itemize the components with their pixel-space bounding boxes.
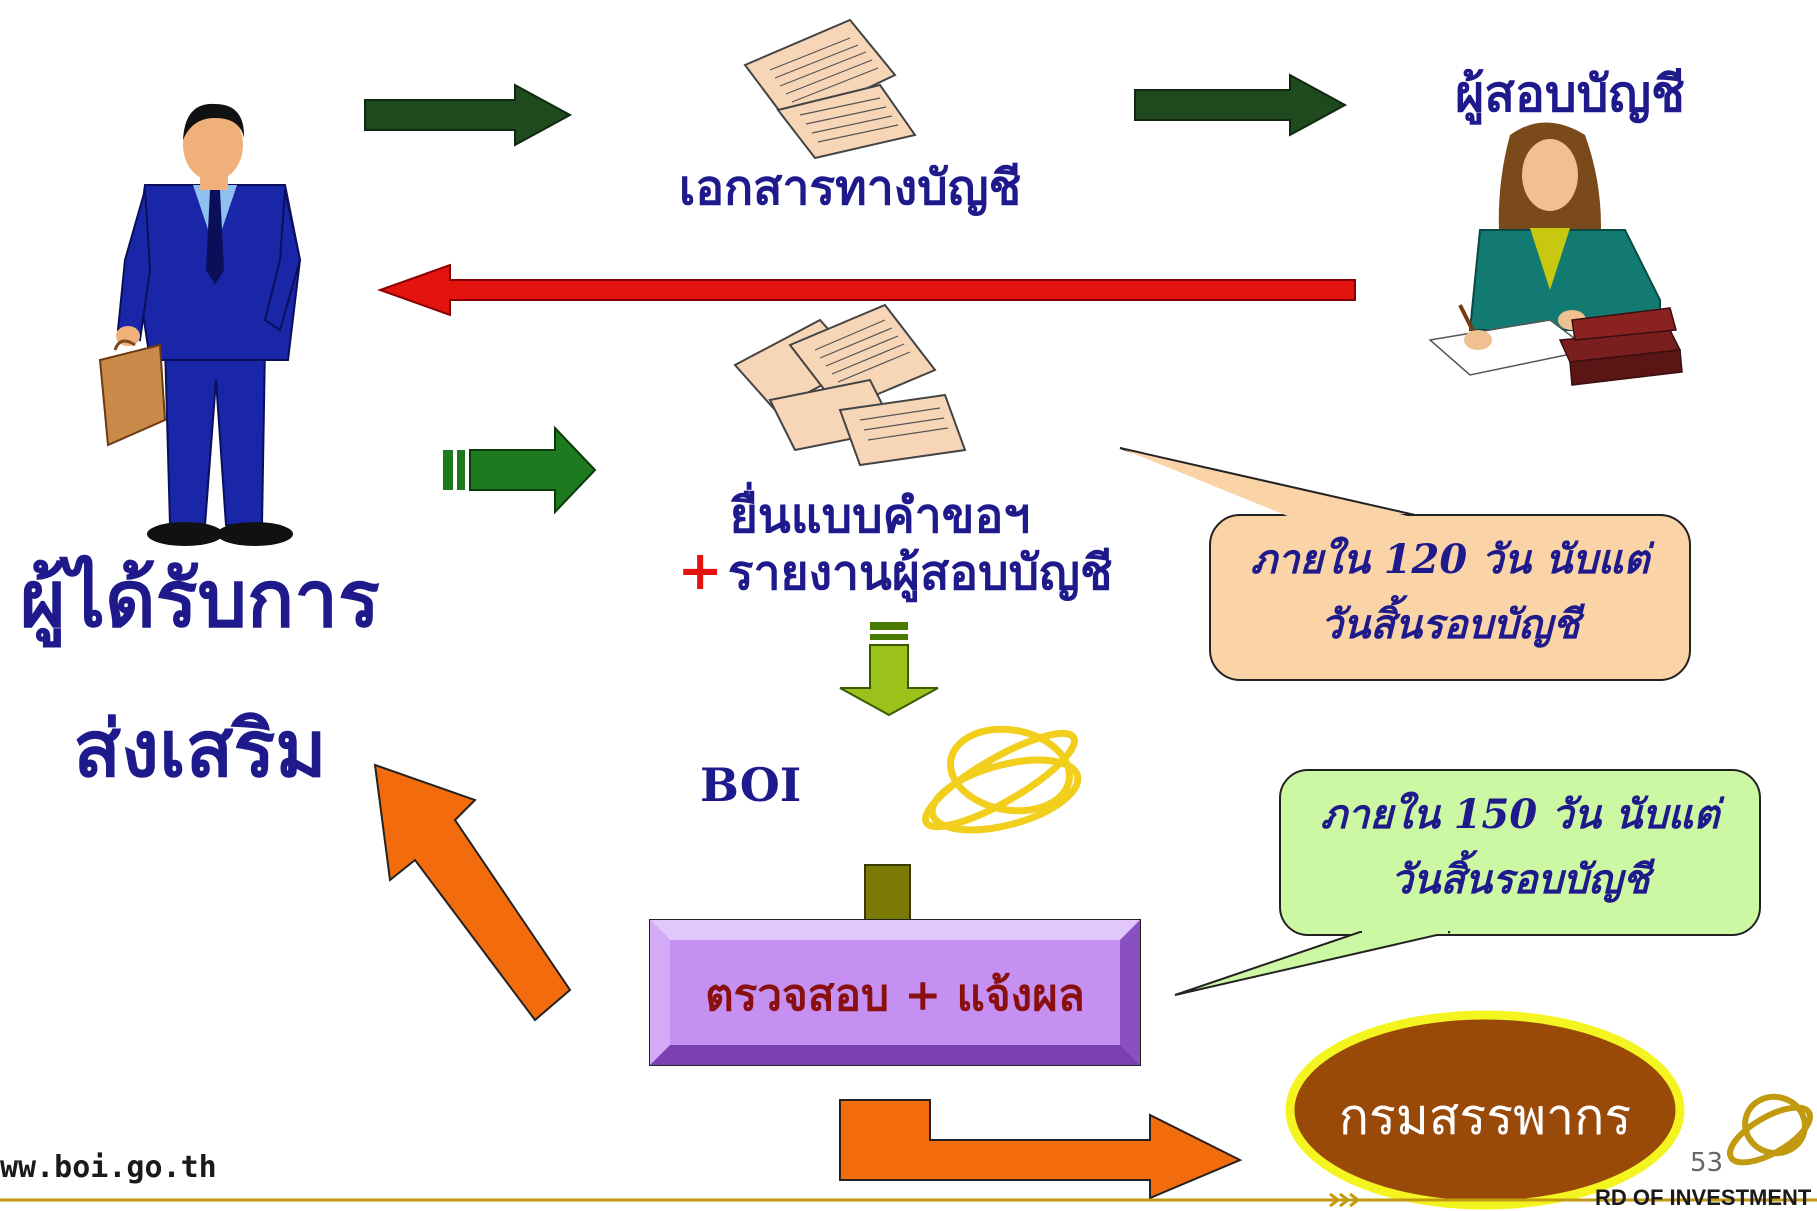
footer-org-name: RD OF INVESTMENT	[1595, 1185, 1812, 1210]
arrow-to-boi	[839, 622, 939, 717]
connector-block	[864, 864, 911, 921]
boi-logo-icon	[922, 725, 1082, 834]
arrow-to-auditor	[1134, 73, 1348, 137]
arrow-submit	[443, 425, 597, 515]
promoted-person-label-line2: ส่งเสริม	[73, 704, 327, 795]
businessman-icon	[98, 103, 302, 546]
footer-boi-logo-icon	[1727, 1093, 1813, 1166]
callout-120-days-shape	[1119, 447, 1691, 681]
revenue-dept-shape	[1285, 1010, 1685, 1210]
accounting-docs-label: เอกสารทางบัญชี	[678, 160, 1022, 216]
submit-form-label: ยื่นแบบคำขอฯ	[729, 488, 1031, 544]
callout-120-line2: วันสิ้นรอบบัญชี	[1320, 601, 1580, 648]
footer-website: ww.boi.go.th	[0, 1150, 217, 1185]
callout-120-line1: ภายใน 120 วัน นับแต่	[1250, 536, 1650, 583]
boi-label: BOI	[700, 758, 802, 812]
plus-sign: +	[677, 538, 723, 602]
auditor-icon	[1428, 122, 1683, 386]
arrow-result-back	[373, 763, 572, 1022]
arrow-to-revenue	[839, 1099, 1243, 1200]
submit-report-row: + รายงานผู้สอบบัญชี	[615, 535, 1175, 611]
accounting-documents-icon	[743, 18, 917, 160]
arrow-to-docs	[364, 83, 573, 147]
revenue-dept-label: กรมสรรพากร	[1338, 1088, 1632, 1146]
check-notify-label: ตรวจสอบ + แจ้งผล	[705, 970, 1085, 1021]
auditor-label: ผู้สอบบัญชี	[1455, 64, 1685, 123]
callout-150-days-shape	[1174, 769, 1761, 996]
check-box-shape	[649, 919, 1141, 1066]
callout-150-line2: วันสิ้นรอบบัญชี	[1390, 856, 1650, 903]
page-number: 53	[1690, 1148, 1724, 1178]
arrow-report-back	[377, 263, 1356, 317]
footer-chevrons-icon	[1329, 1192, 1361, 1208]
callout-150-line1: ภายใน 150 วัน นับแต่	[1320, 791, 1720, 838]
promoted-person-label: ผู้ได้รับการ	[20, 554, 380, 645]
submission-documents-icon	[733, 303, 967, 467]
auditor-report-label: รายงานผู้สอบบัญชี	[727, 545, 1113, 601]
